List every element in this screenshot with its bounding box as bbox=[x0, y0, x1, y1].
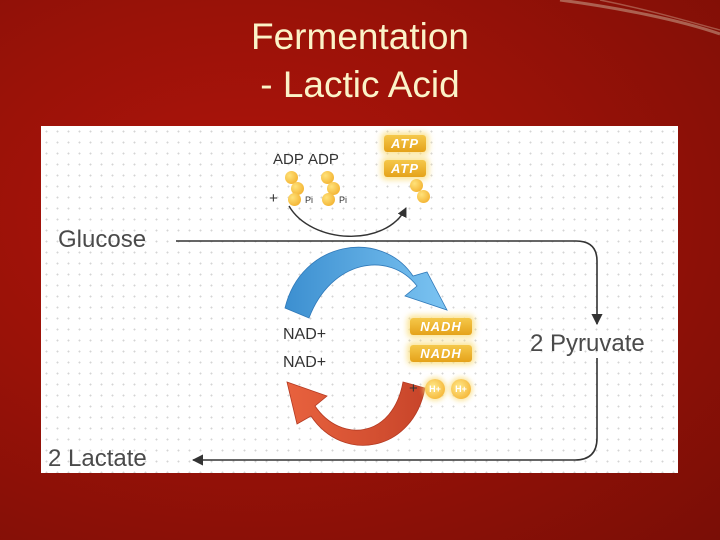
pyruvate-label: 2 Pyruvate bbox=[530, 330, 645, 357]
adp-molecule-icon bbox=[321, 171, 334, 184]
phosphate-label-2: Pi bbox=[339, 195, 348, 205]
atp-badge-1: ATP bbox=[384, 135, 426, 152]
atp-badge-2: ATP bbox=[384, 160, 426, 177]
red-nad-arrow bbox=[286, 381, 426, 446]
phosphate-icon bbox=[322, 193, 335, 206]
atp-phosphate-icon bbox=[410, 179, 423, 192]
nadh-badge-1: NADH bbox=[410, 318, 472, 335]
lactate-label: 2 Lactate bbox=[48, 445, 147, 472]
lactate-return-line bbox=[191, 358, 598, 466]
slide-title: Fermentation bbox=[251, 16, 469, 57]
nad-label-1: NAD+ bbox=[283, 326, 327, 343]
adp-molecule-icon bbox=[291, 182, 304, 195]
nadh-badge-2: NADH bbox=[410, 345, 472, 362]
plus-sign: + bbox=[269, 190, 278, 207]
hydrogen-ion-2: H+ bbox=[451, 379, 471, 399]
slide-subtitle: - Lactic Acid bbox=[260, 64, 460, 105]
glucose-label: Glucose bbox=[58, 226, 147, 253]
pathway-arrows bbox=[176, 205, 603, 466]
blue-nadh-arrow bbox=[284, 246, 448, 319]
atp-phosphate-icon bbox=[417, 190, 430, 203]
hydrogen-ion-1: H+ bbox=[425, 379, 445, 399]
adp-molecule-icon bbox=[327, 182, 340, 195]
phosphate-label-1: Pi bbox=[305, 195, 314, 205]
nad-label-2: NAD+ bbox=[283, 354, 327, 371]
main-pathway-line bbox=[176, 240, 603, 326]
adp-label-1: ADP bbox=[273, 151, 304, 168]
plus-sign: + bbox=[409, 380, 418, 397]
fermentation-diagram: Glucose 2 Pyruvate 2 Lactate ADP ADP + P… bbox=[41, 126, 678, 473]
adp-to-atp-arrow bbox=[288, 205, 407, 237]
adp-label-2: ADP bbox=[308, 151, 339, 168]
phosphate-icon bbox=[288, 193, 301, 206]
adp-molecule-icon bbox=[285, 171, 298, 184]
